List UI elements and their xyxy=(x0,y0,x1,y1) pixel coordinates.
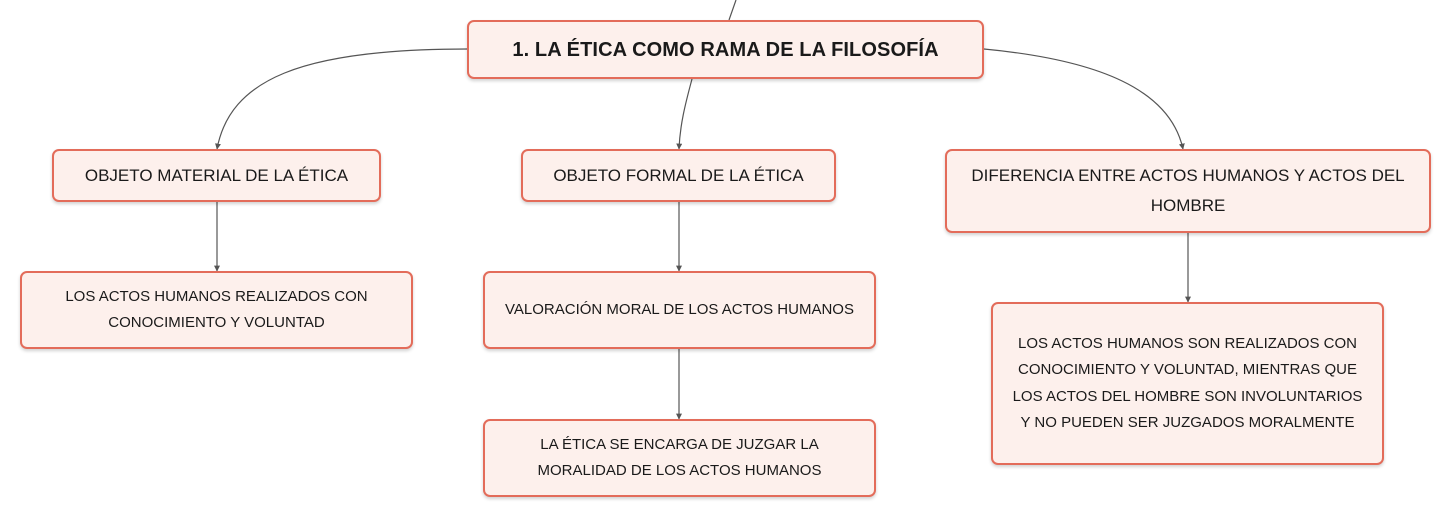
connector-root-to-diferencia xyxy=(983,48,1185,150)
subtopic-label: LA ÉTICA SE ENCARGA DE JUZGAR LA MORALID… xyxy=(537,435,822,479)
root-topic-label: 1. LA ÉTICA COMO RAMA DE LA FILOSOFÍA xyxy=(512,38,939,61)
topic-label: OBJETO MATERIAL DE LA ÉTICA xyxy=(84,165,349,185)
topic-objeto-formal[interactable]: OBJETO FORMAL DE LA ÉTICA xyxy=(521,149,836,202)
subtopic-actos-humanos-realizados[interactable]: LOS ACTOS HUMANOS REALIZADOS CON CONOCIM… xyxy=(20,271,413,349)
topic-objeto-material[interactable]: OBJETO MATERIAL DE LA ÉTICA xyxy=(52,149,381,202)
subtopic-label: LOS ACTOS HUMANOS REALIZADOS CON CONOCIM… xyxy=(65,287,368,331)
subtopic-label: LOS ACTOS HUMANOS SON REALIZADOS CON CON… xyxy=(1012,335,1363,431)
subtopic-etica-juzga-moralidad[interactable]: LA ÉTICA SE ENCARGA DE JUZGAR LA MORALID… xyxy=(483,419,876,497)
root-topic[interactable]: 1. LA ÉTICA COMO RAMA DE LA FILOSOFÍA xyxy=(467,20,984,79)
subtopic-actos-humanos-vs-hombre[interactable]: LOS ACTOS HUMANOS SON REALIZADOS CON CON… xyxy=(991,302,1384,465)
topic-label: DIFERENCIA ENTRE ACTOS HUMANOS Y ACTOS D… xyxy=(971,166,1405,215)
topic-label: OBJETO FORMAL DE LA ÉTICA xyxy=(553,165,804,185)
connector-root-to-material xyxy=(215,48,468,150)
connector-root-to-formal xyxy=(676,78,693,150)
subtopic-label: VALORACIÓN MORAL DE LOS ACTOS HUMANOS xyxy=(505,300,854,318)
parent-connector xyxy=(728,0,737,21)
topic-diferencia-actos[interactable]: DIFERENCIA ENTRE ACTOS HUMANOS Y ACTOS D… xyxy=(945,149,1431,233)
subtopic-valoracion-moral[interactable]: VALORACIÓN MORAL DE LOS ACTOS HUMANOS xyxy=(483,271,876,349)
